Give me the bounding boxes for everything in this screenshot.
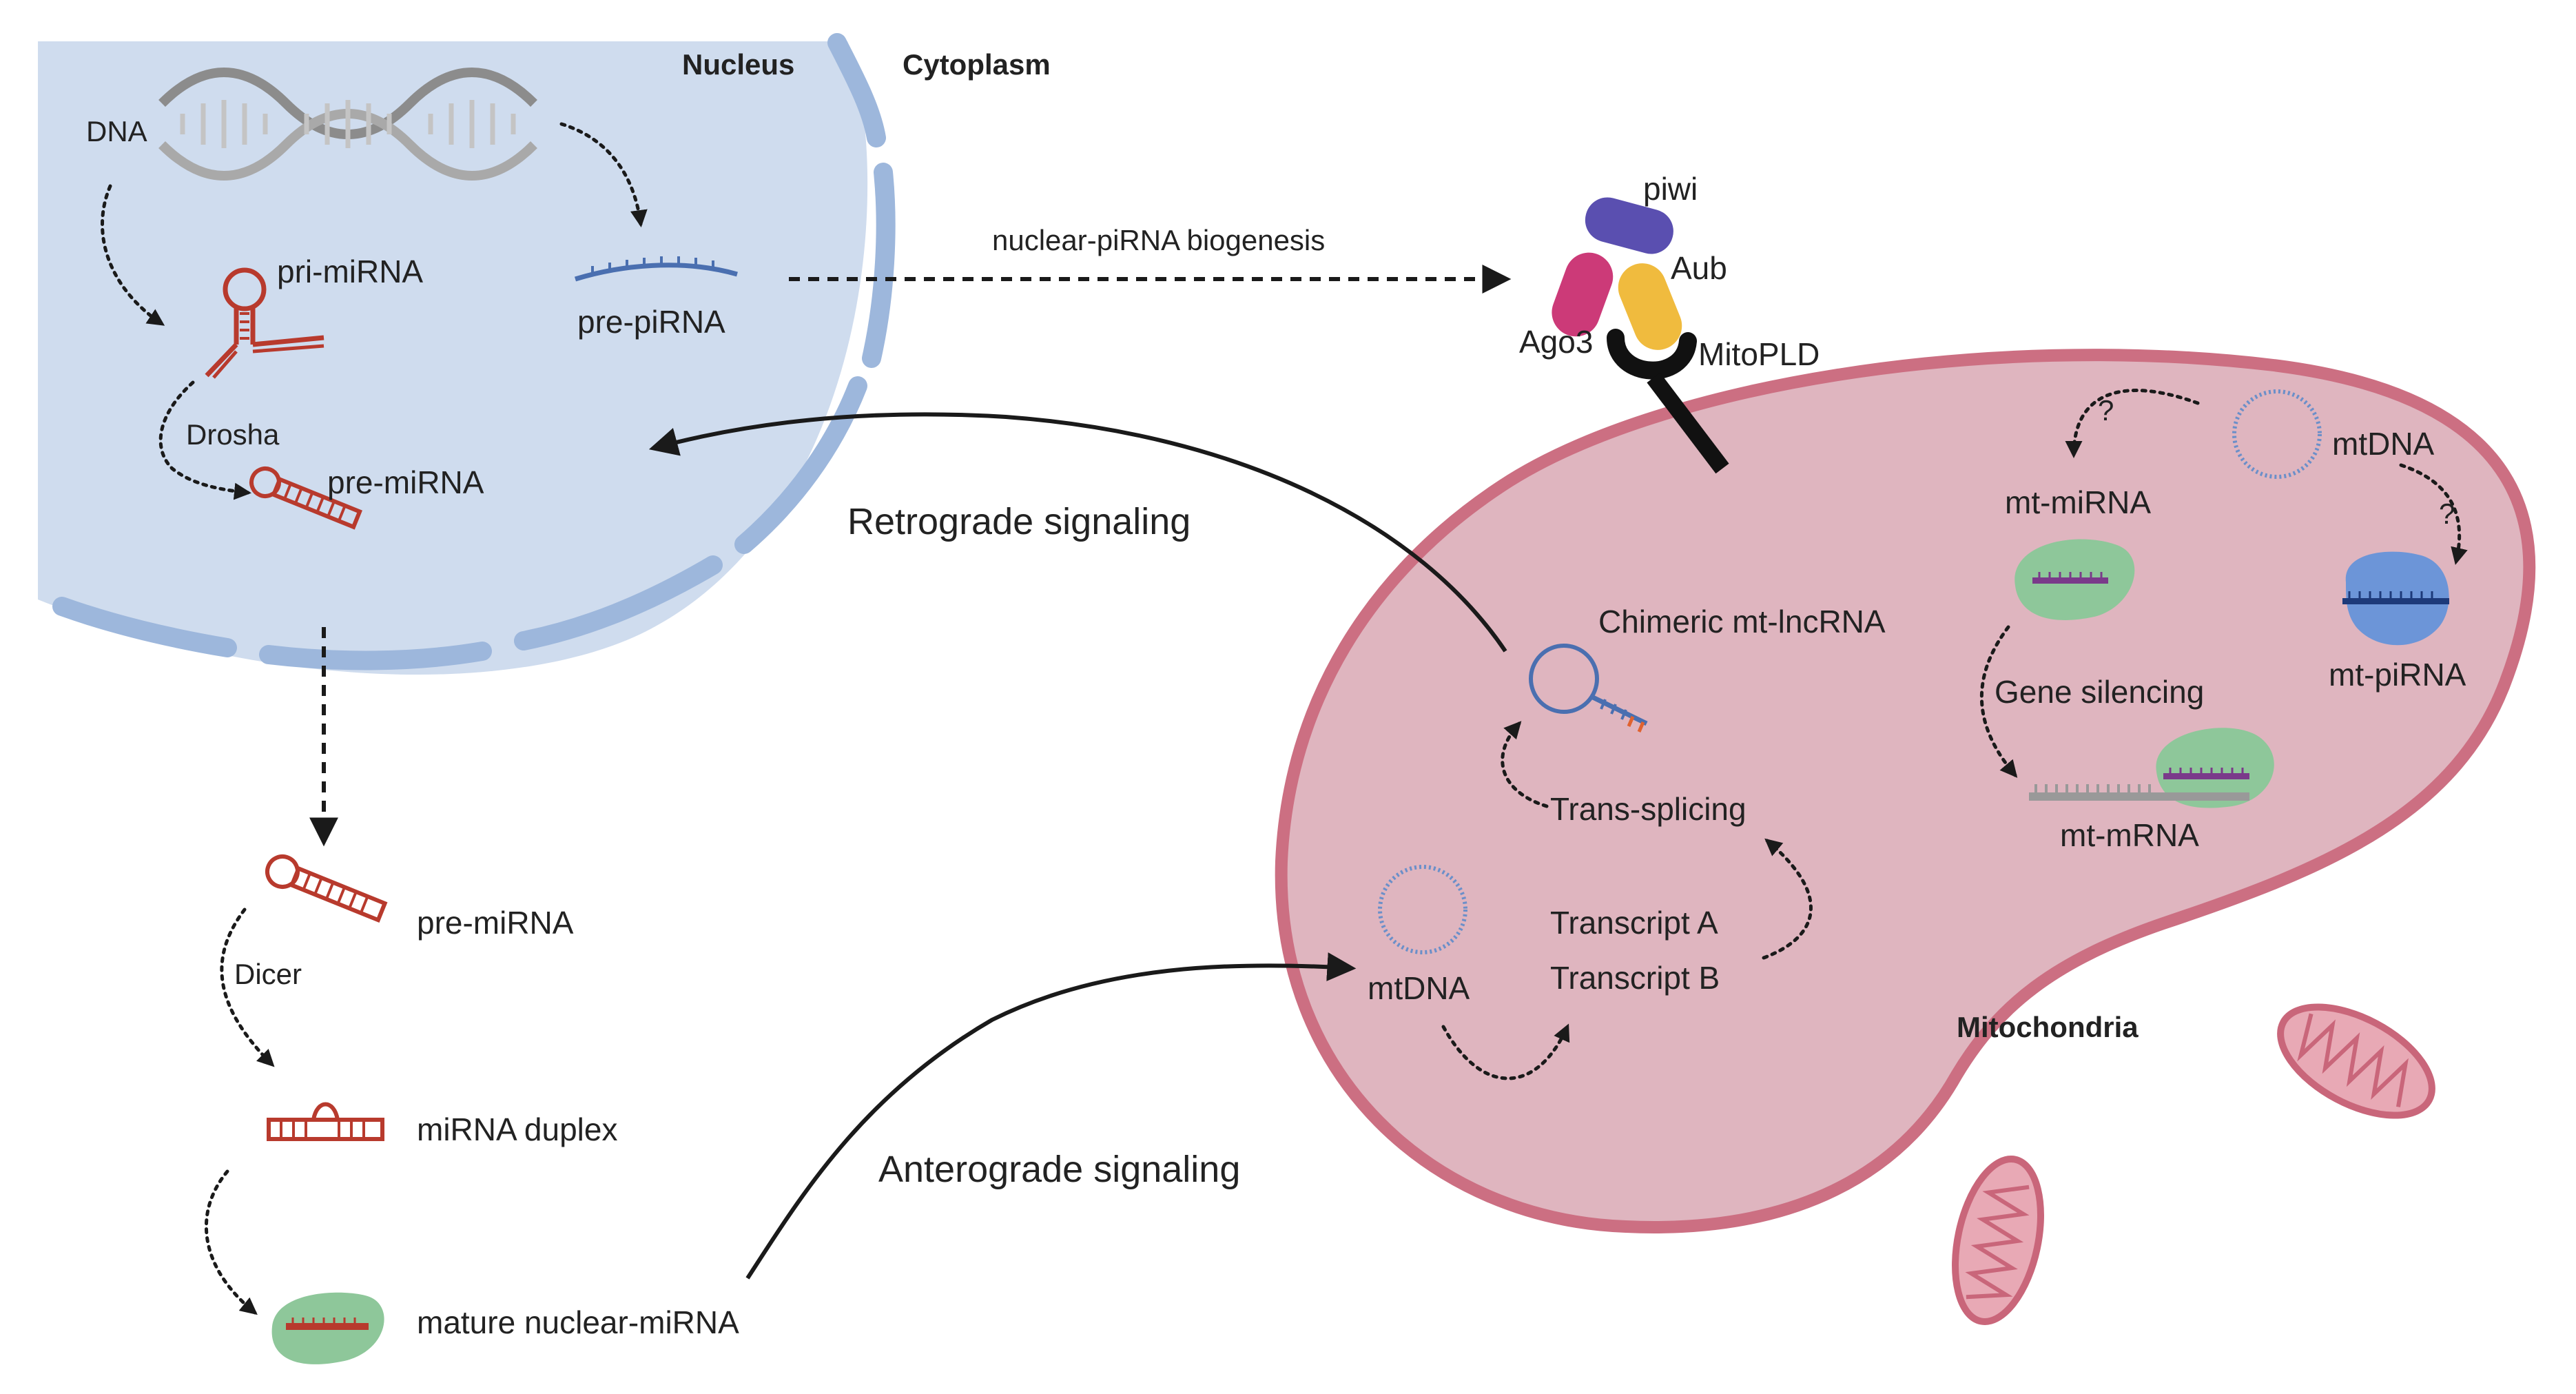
nuclear-pirna-biogenesis-label: nuclear-piRNA biogenesis [992, 224, 1325, 256]
question-left-label: ? [2098, 394, 2114, 427]
mitochondrion-icon-2 [1952, 1156, 2044, 1325]
retrograde-label: Retrograde signaling [847, 501, 1191, 542]
circular-dna-icon-upper [2232, 389, 2322, 479]
mt-mirna-icon [2015, 539, 2135, 620]
transcript-a-label: Transcript A [1550, 905, 1718, 941]
pri-mirna-icon [205, 267, 324, 379]
mature-mirna-icon [271, 1292, 384, 1364]
mt-pirna-icon [2342, 551, 2449, 646]
piwi-label: piwi [1643, 171, 1698, 207]
mitopld-label: MitoPLD [1698, 336, 1820, 372]
dna-helix-icon [158, 68, 537, 181]
chimeric-lncrna-icon [1529, 644, 1648, 732]
aub-label: Aub [1671, 250, 1727, 286]
cytoplasm-label: Cytoplasm [903, 48, 1051, 81]
question-right-label: ? [2439, 498, 2455, 530]
chimeric-lncrna-label: Chimeric mt-lncRNA [1598, 604, 1886, 639]
mature-mirna-label: mature nuclear-miRNA [417, 1304, 739, 1340]
pre-mirna-cyto-label: pre-miRNA [417, 905, 574, 941]
protein-complex-icon [1552, 197, 1729, 474]
pre-mirna-cyto-icon [265, 854, 388, 923]
trans-splicing-label: Trans-splicing [1550, 791, 1746, 827]
pirna-strand-icon [574, 256, 738, 282]
pre-pirna-label: pre-piRNA [577, 304, 725, 340]
nucleus-label: Nucleus [682, 48, 794, 81]
dicer-label: Dicer [234, 958, 302, 990]
mitochondrion-icon-1 [2277, 1003, 2435, 1119]
ago3-label: Ago3 [1519, 324, 1593, 360]
nucleus [38, 33, 896, 675]
anterograde-label: Anterograde signaling [878, 1149, 1240, 1190]
pre-mirna-nuclear-icon [249, 467, 362, 530]
pre-mirna-nuclear-label: pre-miRNA [327, 464, 484, 500]
dna-label: DNA [86, 115, 147, 147]
mirna-duplex-icon [267, 1102, 384, 1141]
mt-mrna-label: mt-mRNA [2060, 817, 2199, 853]
mt-mirna-label: mt-miRNA [2005, 484, 2151, 520]
mt-pirna-label: mt-piRNA [2329, 657, 2466, 693]
mirna-duplex-label: miRNA duplex [417, 1111, 617, 1147]
gene-silencing-label: Gene silencing [1995, 674, 2204, 710]
pri-mirna-label: pri-miRNA [277, 254, 423, 289]
mtdna-upper-label: mtDNA [2332, 426, 2435, 462]
mitochondrion-large [1275, 349, 2536, 1233]
mitochondria-label: Mitochondria [1957, 1011, 2139, 1043]
drosha-label: Drosha [186, 418, 280, 451]
mtdna-lower-label: mtDNA [1368, 970, 1470, 1006]
circular-dna-icon [1378, 865, 1467, 954]
mt-mrna-icon [2029, 728, 2274, 808]
transcript-b-label: Transcript B [1550, 960, 1720, 996]
